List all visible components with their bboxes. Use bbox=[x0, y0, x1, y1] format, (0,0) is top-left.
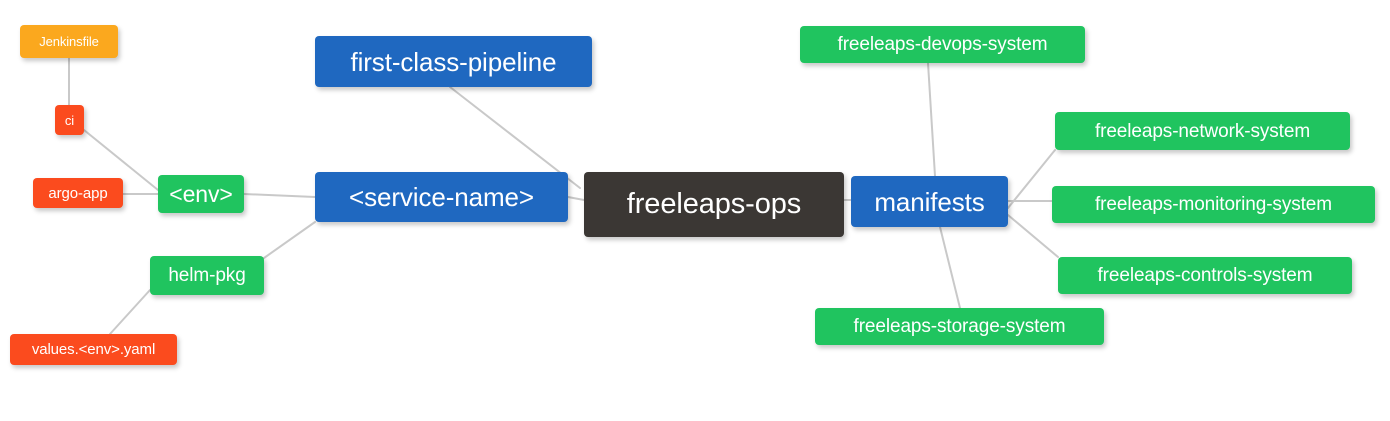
node-helm-pkg[interactable]: helm-pkg bbox=[150, 256, 264, 295]
edge-service-name-to-freeleaps-ops bbox=[567, 196, 585, 201]
node-label-argo-app: argo-app bbox=[48, 184, 108, 202]
node-label-service-name: <service-name> bbox=[348, 182, 535, 212]
node-env[interactable]: <env> bbox=[158, 175, 244, 213]
node-label-network-system: freeleaps-network-system bbox=[1094, 120, 1311, 142]
node-label-freeleaps-ops: freeleaps-ops bbox=[626, 188, 802, 220]
node-label-devops-system: freeleaps-devops-system bbox=[837, 34, 1048, 55]
node-label-values-yaml: values.<env>.yaml bbox=[31, 341, 156, 358]
node-first-class-pipeline[interactable]: first-class-pipeline bbox=[315, 36, 592, 87]
node-storage-system[interactable]: freeleaps-storage-system bbox=[815, 308, 1104, 345]
edge-env-to-service-name bbox=[243, 193, 316, 198]
node-network-system[interactable]: freeleaps-network-system bbox=[1055, 112, 1350, 150]
edge-manifests-to-storage-system bbox=[939, 226, 961, 309]
node-label-manifests: manifests bbox=[874, 186, 985, 217]
node-label-controls-system: freeleaps-controls-system bbox=[1097, 265, 1313, 286]
node-argo-app[interactable]: argo-app bbox=[33, 178, 123, 208]
node-label-storage-system: freeleaps-storage-system bbox=[853, 316, 1066, 337]
edge-manifests-to-devops-system bbox=[927, 62, 936, 177]
node-label-helm-pkg: helm-pkg bbox=[168, 265, 246, 286]
node-label-monitoring-system: freeleaps-monitoring-system bbox=[1095, 194, 1332, 215]
node-label-ci: ci bbox=[64, 112, 75, 128]
node-jenkinsfile[interactable]: Jenkinsfile bbox=[20, 25, 118, 58]
node-label-first-class-pipeline: first-class-pipeline bbox=[350, 46, 557, 77]
edge-manifests-to-network-system bbox=[1007, 149, 1056, 209]
node-service-name[interactable]: <service-name> bbox=[315, 172, 568, 222]
edge-service-name-to-helm-pkg bbox=[263, 221, 316, 259]
edge-manifests-to-controls-system bbox=[1007, 214, 1059, 258]
node-devops-system[interactable]: freeleaps-devops-system bbox=[800, 26, 1085, 63]
edge-helm-pkg-to-values-yaml bbox=[109, 289, 151, 335]
node-label-jenkinsfile: Jenkinsfile bbox=[39, 34, 99, 49]
node-freeleaps-ops[interactable]: freeleaps-ops bbox=[584, 172, 844, 237]
node-monitoring-system[interactable]: freeleaps-monitoring-system bbox=[1052, 186, 1375, 223]
node-values-yaml[interactable]: values.<env>.yaml bbox=[10, 334, 177, 365]
node-label-env: <env> bbox=[169, 180, 233, 207]
node-ci[interactable]: ci bbox=[55, 105, 84, 135]
node-controls-system[interactable]: freeleaps-controls-system bbox=[1058, 257, 1352, 294]
node-manifests[interactable]: manifests bbox=[851, 176, 1008, 227]
